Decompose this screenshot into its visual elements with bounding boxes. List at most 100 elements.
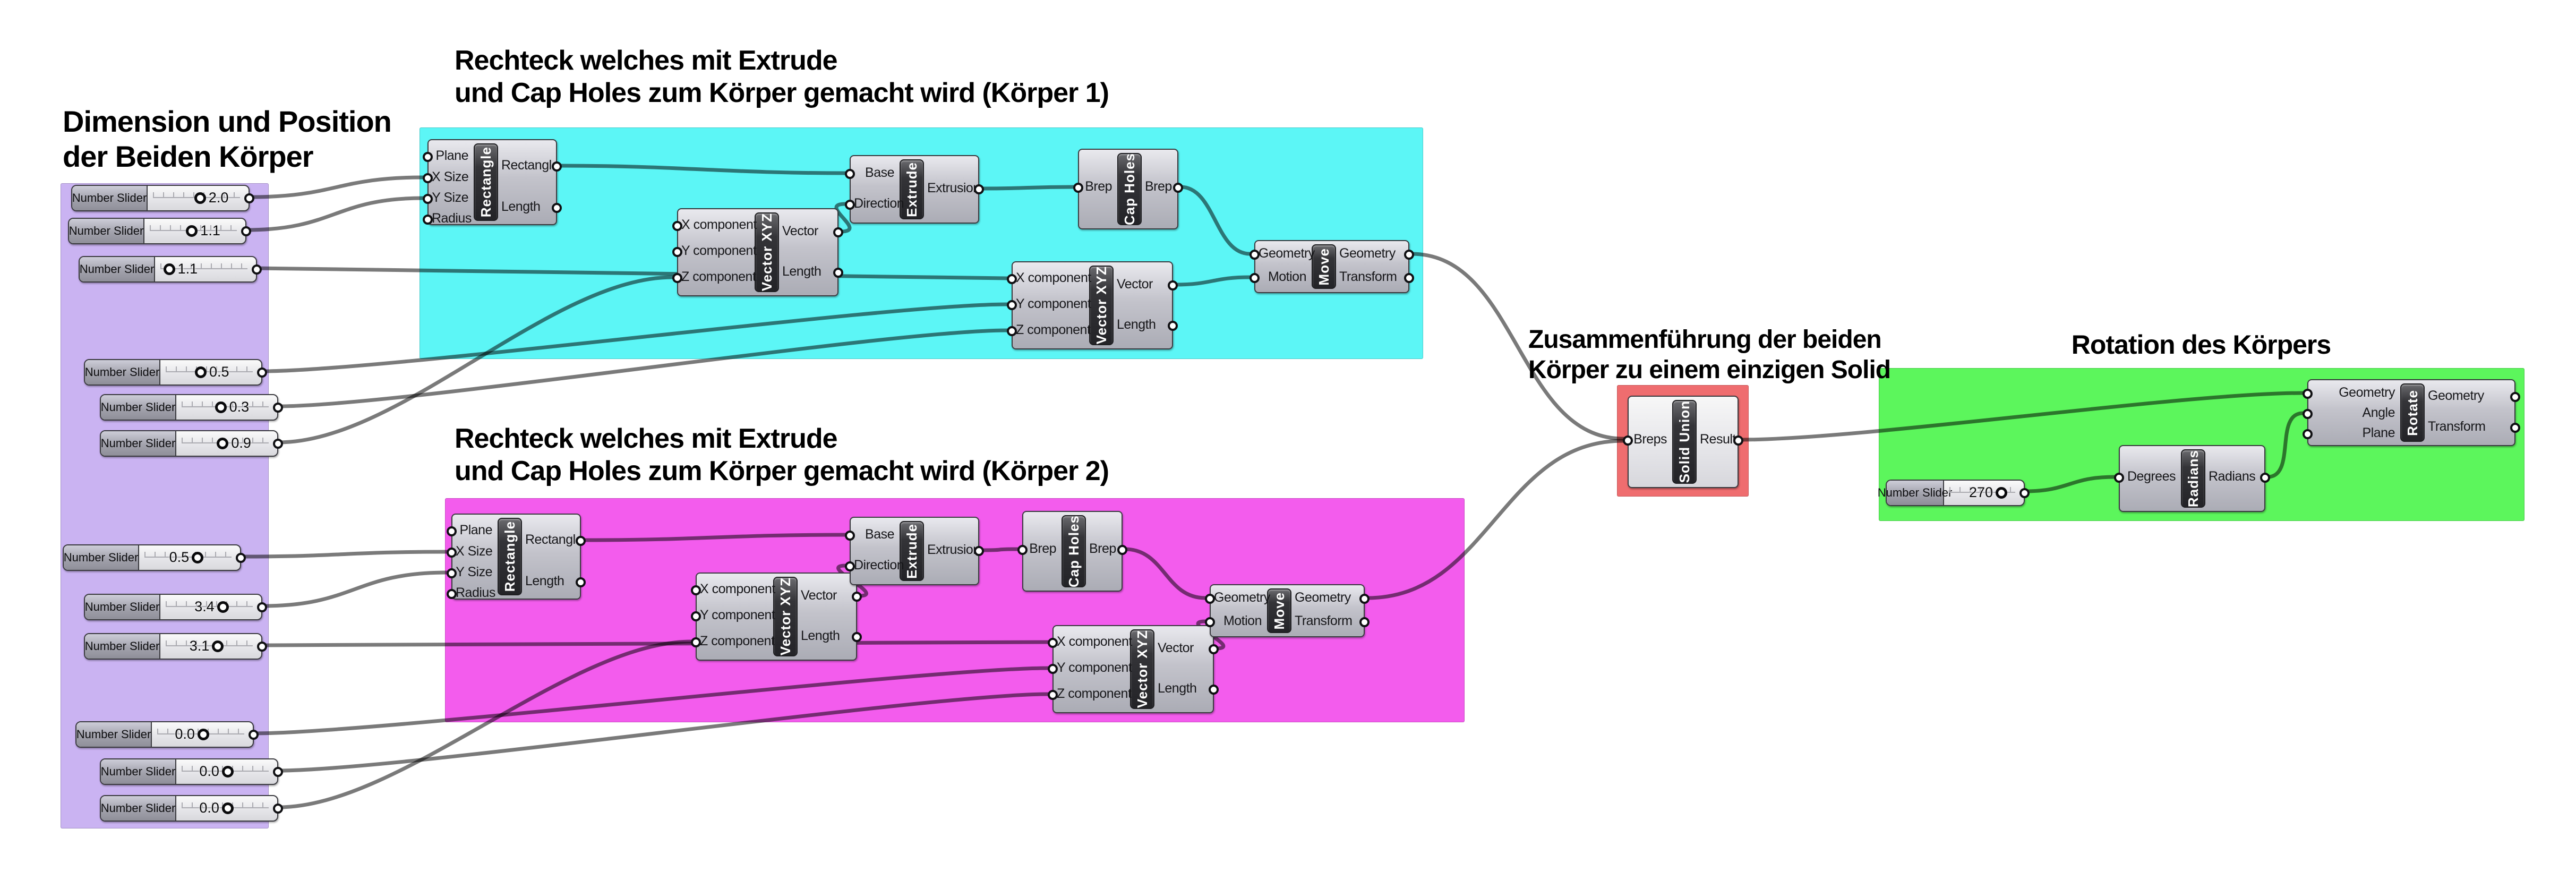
slider-grip[interactable]: [163, 263, 175, 275]
output-port-grip-vector[interactable]: [833, 227, 843, 237]
input-port-grip-brep[interactable]: [1017, 545, 1028, 555]
output-port-grip-vector[interactable]: [852, 592, 862, 602]
input-port-grip-y-size[interactable]: [447, 568, 457, 578]
slider-grip[interactable]: [221, 766, 234, 778]
output-port-grip-rectangle[interactable]: [576, 536, 586, 546]
input-port-grip-y-size[interactable]: [423, 194, 433, 204]
output-port-grip-extrusion[interactable]: [974, 546, 984, 556]
output-port-grip-brep[interactable]: [1173, 183, 1183, 193]
output-port-grip-extrusion[interactable]: [974, 184, 984, 194]
slider-track[interactable]: 0.0: [152, 722, 253, 747]
output-port-grip-length[interactable]: [1209, 685, 1219, 695]
input-port-grip-plane[interactable]: [2303, 429, 2313, 439]
output-port-grip-vector[interactable]: [1168, 280, 1178, 291]
input-port-grip-geometry[interactable]: [1250, 250, 1260, 260]
component-label-bar[interactable]: Cap Holes: [1062, 515, 1086, 587]
slider-track[interactable]: 1.1: [144, 219, 245, 243]
component-label-bar[interactable]: Extrude: [900, 159, 924, 219]
input-port-grip-radius[interactable]: [423, 215, 433, 225]
slider-grip[interactable]: [221, 802, 234, 814]
output-port-grip-length[interactable]: [833, 268, 843, 278]
input-port-grip-degrees[interactable]: [2114, 473, 2124, 483]
slider-output-grip[interactable]: [273, 804, 283, 814]
input-port-grip-z-component[interactable]: [672, 273, 682, 283]
input-port-grip-motion[interactable]: [1250, 273, 1260, 283]
component-label-bar[interactable]: Vector XYZ: [773, 577, 798, 656]
output-port-grip-transform[interactable]: [2510, 423, 2520, 433]
component-label-bar[interactable]: Rectangle: [474, 143, 498, 221]
slider-track[interactable]: 3.1: [160, 634, 261, 659]
slider-grip[interactable]: [197, 729, 209, 740]
input-port-grip-x-size[interactable]: [447, 548, 457, 558]
input-port-grip-geometry[interactable]: [2303, 389, 2313, 399]
input-port-grip-y-component[interactable]: [672, 247, 682, 257]
input-port-grip-y-component[interactable]: [1007, 300, 1017, 310]
input-port-grip-radius[interactable]: [447, 589, 457, 599]
slider-grip[interactable]: [192, 552, 204, 563]
slider-grip[interactable]: [194, 192, 206, 204]
output-port-grip-result[interactable]: [1733, 435, 1743, 446]
slider-output-grip[interactable]: [273, 403, 283, 413]
slider-track[interactable]: 3.4: [160, 595, 261, 619]
output-port-grip-vector[interactable]: [1209, 644, 1219, 654]
component-label-bar[interactable]: Solid Union: [1672, 400, 1697, 484]
input-port-grip-y-component[interactable]: [1048, 664, 1058, 674]
slider-output-grip[interactable]: [257, 602, 267, 612]
input-port-grip-x-component[interactable]: [691, 585, 701, 595]
component-label-bar[interactable]: Move: [1312, 244, 1336, 289]
output-port-grip-length[interactable]: [576, 577, 586, 587]
output-port-grip-length[interactable]: [1168, 321, 1178, 331]
slider-output-grip[interactable]: [241, 226, 251, 236]
input-port-grip-x-size[interactable]: [423, 173, 433, 183]
slider-track[interactable]: 0.0: [176, 759, 277, 784]
slider-output-grip[interactable]: [273, 439, 283, 449]
slider-track[interactable]: 2.0: [148, 186, 249, 210]
component-label-bar[interactable]: Radians: [2181, 449, 2205, 508]
slider-track[interactable]: 1.1: [155, 257, 256, 281]
slider-grip[interactable]: [212, 640, 224, 652]
slider-grip[interactable]: [217, 601, 229, 613]
input-port-grip-z-component[interactable]: [1007, 326, 1017, 336]
slider-grip[interactable]: [186, 225, 198, 237]
input-port-grip-angle[interactable]: [2303, 409, 2313, 419]
output-port-grip-geometry[interactable]: [2510, 392, 2520, 402]
slider-track[interactable]: 0.0: [176, 796, 277, 821]
output-port-grip-length[interactable]: [552, 203, 562, 213]
slider-track[interactable]: 0.9: [176, 431, 277, 456]
slider-grip[interactable]: [1996, 487, 2007, 499]
input-port-grip-direction[interactable]: [845, 200, 855, 210]
slider-output-grip[interactable]: [2019, 488, 2030, 498]
slider-track[interactable]: 0.5: [160, 360, 261, 385]
slider-grip[interactable]: [215, 401, 227, 413]
slider-track[interactable]: 0.3: [176, 395, 277, 420]
output-port-grip-brep[interactable]: [1117, 545, 1127, 555]
output-port-grip-transform[interactable]: [1359, 617, 1370, 627]
input-port-grip-base[interactable]: [845, 531, 855, 541]
output-port-grip-transform[interactable]: [1404, 273, 1414, 283]
input-port-grip-z-component[interactable]: [1048, 690, 1058, 700]
input-port-grip-y-component[interactable]: [691, 611, 701, 621]
component-label-bar[interactable]: Vector XYZ: [1130, 629, 1154, 709]
input-port-grip-breps[interactable]: [1623, 435, 1633, 446]
slider-grip[interactable]: [195, 366, 207, 378]
